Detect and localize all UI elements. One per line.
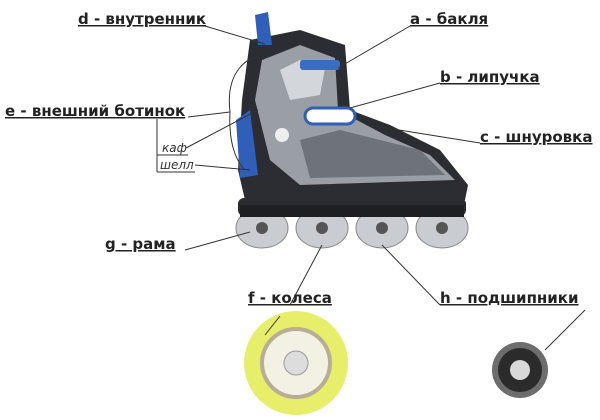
- buckle: [300, 60, 340, 70]
- skate-illustration: [235, 12, 469, 249]
- label-shell: шелл: [160, 158, 194, 172]
- bearing-detail: [492, 342, 548, 398]
- label-outer-boot: e - внешний ботинок: [5, 102, 185, 120]
- label-buckle: a - бакля: [410, 10, 488, 28]
- strap: [303, 106, 357, 126]
- liner-tab: [255, 12, 272, 45]
- wheels: [235, 207, 469, 249]
- label-laces: c - шнуровка: [480, 128, 592, 146]
- label-wheels: f - колеса: [248, 289, 332, 307]
- label-strap: b - липучка: [440, 68, 540, 86]
- label-cuff: каф: [162, 141, 187, 155]
- label-frame: g - рама: [105, 235, 176, 253]
- label-bearings: h - подшипники: [440, 289, 579, 307]
- leader-lines: [156, 25, 586, 351]
- label-liner: d - внутренник: [78, 10, 206, 28]
- wheel-detail: [244, 311, 348, 415]
